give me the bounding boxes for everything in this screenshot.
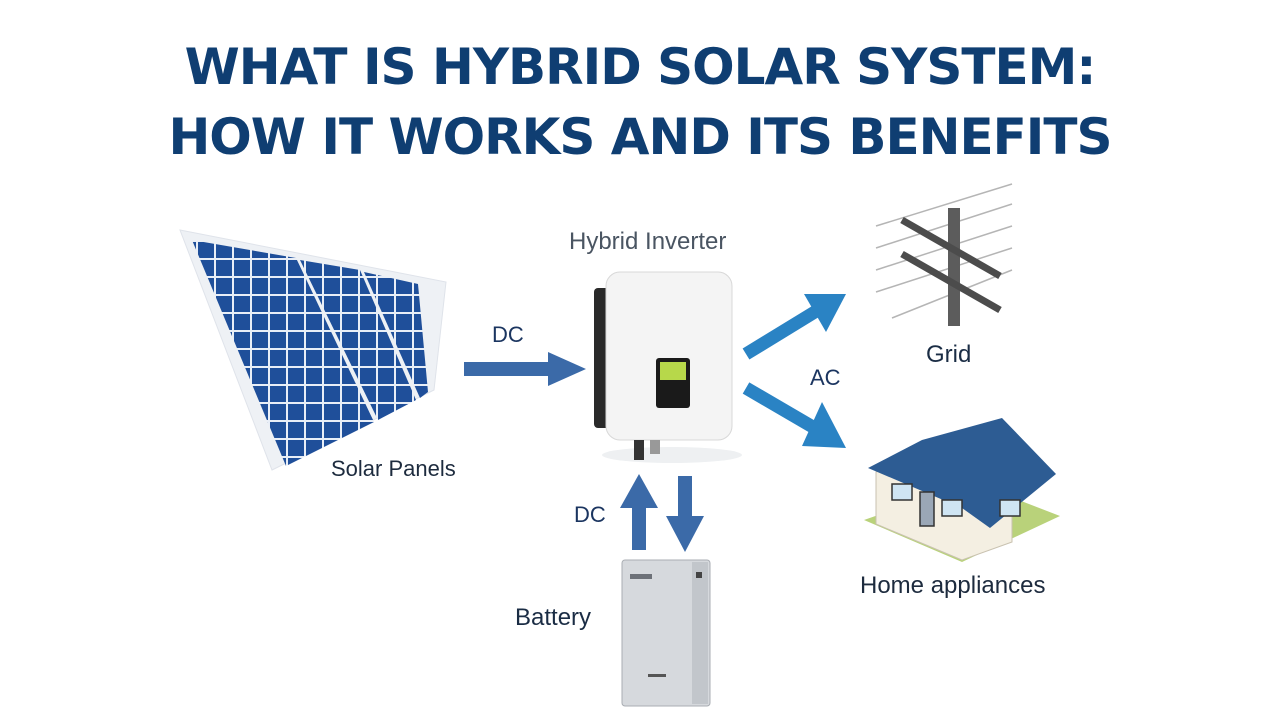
solar-panels-label: Solar Panels xyxy=(331,456,456,481)
battery-label: Battery xyxy=(515,604,592,631)
inverter-label: Hybrid Inverter xyxy=(569,228,727,255)
arrow-up-icon xyxy=(620,474,658,550)
arrow-to-grid-icon xyxy=(742,294,846,360)
grid-label: Grid xyxy=(926,341,972,368)
ac-flow-label: AC xyxy=(810,365,841,390)
solar-panels-icon xyxy=(179,229,447,471)
arrow-down-icon xyxy=(666,476,704,552)
dc-flow-label-panels: DC xyxy=(492,322,524,347)
battery-icon xyxy=(621,559,711,707)
arrow-right-icon xyxy=(464,352,586,386)
page-title-line1: WHAT IS HYBRID SOLAR SYSTEM: xyxy=(184,38,1097,96)
page-title-line2: HOW IT WORKS AND ITS BENEFITS xyxy=(168,108,1112,166)
inverter-icon xyxy=(594,271,742,463)
home-appliances-label: Home appliances xyxy=(860,572,1046,599)
grid-pole-icon xyxy=(875,183,1013,326)
house-icon xyxy=(864,418,1060,562)
arrow-to-home-icon xyxy=(742,382,846,448)
dc-flow-label-battery: DC xyxy=(574,502,606,527)
